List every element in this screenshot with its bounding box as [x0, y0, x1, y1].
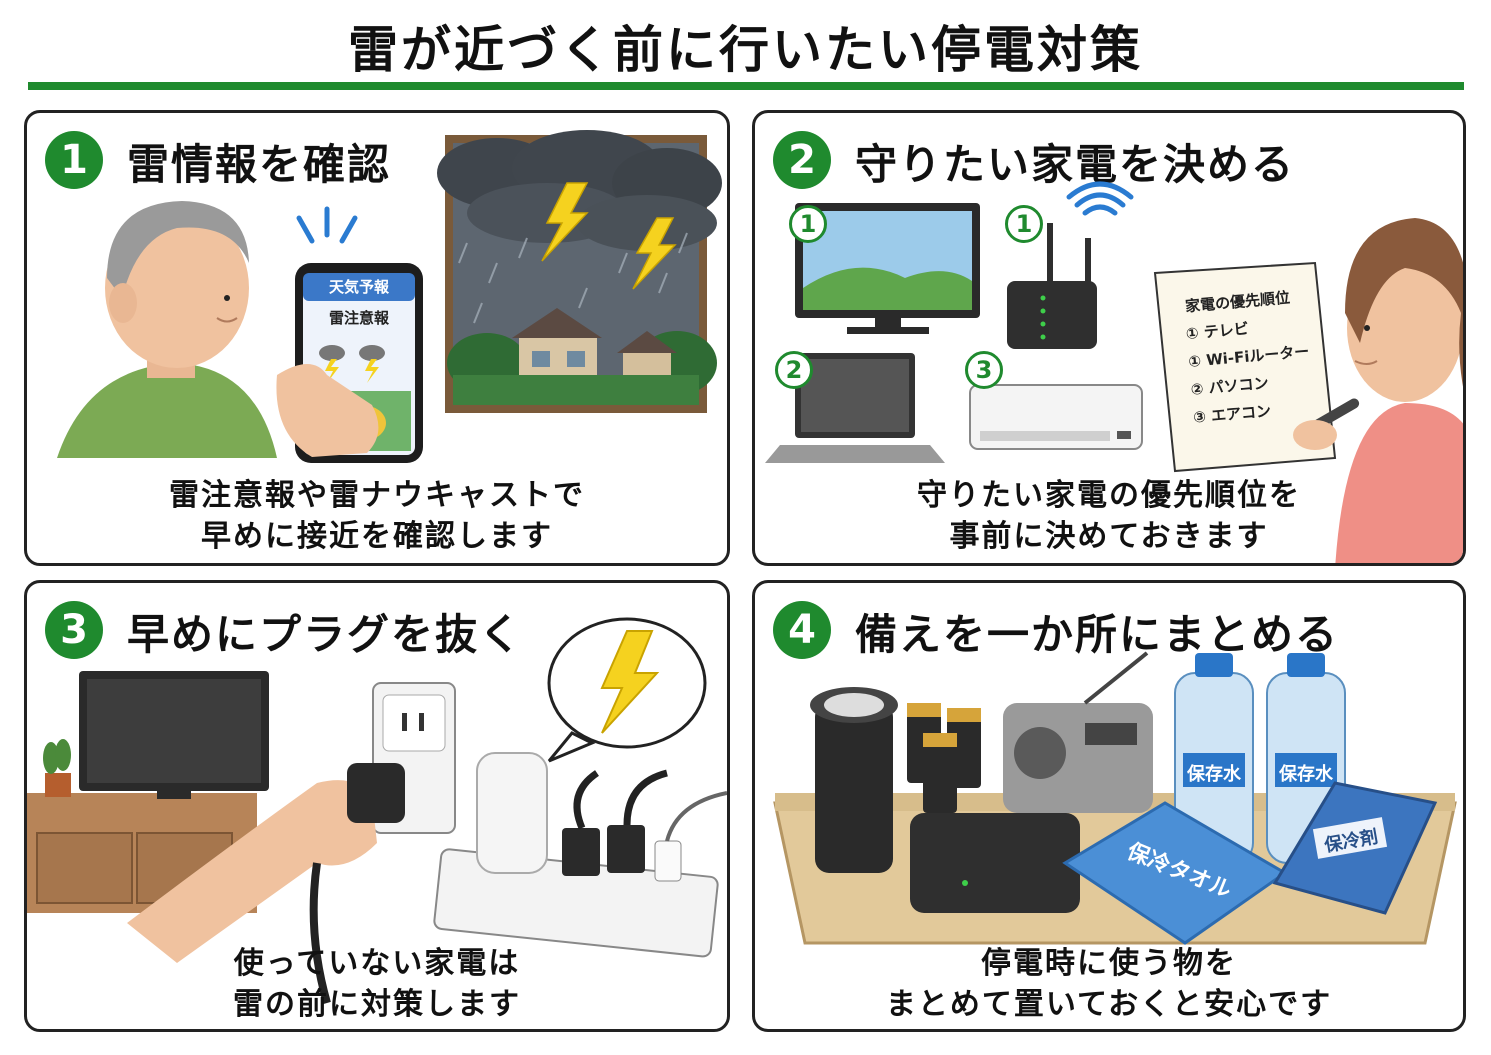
caption-line: 停電時に使う物を	[981, 946, 1237, 981]
water-bottles	[1174, 653, 1346, 864]
elderly-man-figure	[57, 201, 277, 458]
caption-line: まとめて置いておくと安心です	[885, 987, 1333, 1022]
rank-badge-laptop: 2	[775, 351, 813, 389]
caption-line: 使っていない家電は	[233, 946, 521, 981]
panel-caption: 雷注意報や雷ナウキャストで 早めに接近を確認します	[27, 475, 727, 557]
speech-bubble-lightning	[547, 617, 707, 763]
aircon-icon	[969, 384, 1143, 450]
caption-line: 雷注意報や雷ナウキャストで	[169, 478, 585, 513]
wifi-icon	[1066, 181, 1134, 216]
title-underline	[28, 82, 1464, 90]
page-title: 雷が近づく前に行いたい停電対策	[348, 21, 1143, 79]
rank-badge-router: 1	[1005, 205, 1043, 243]
panel-choose-appliances: 2 守りたい家電を決める	[752, 110, 1466, 566]
panel-heading: 備えを一か所にまとめる	[855, 610, 1340, 659]
panel-gather-supplies: 4 備えを一か所にまとめる	[752, 580, 1466, 1032]
router-icon	[1007, 181, 1134, 349]
panel-caption: 守りたい家電の優先順位を 事前に決めておきます	[755, 475, 1463, 557]
power-bank	[910, 813, 1080, 913]
flashlight	[810, 687, 898, 873]
caption-line: 雷の前に対策します	[233, 987, 521, 1022]
laptop-icon	[765, 353, 945, 463]
panel-heading: 守りたい家電を決める	[855, 140, 1296, 189]
panel-caption: 使っていない家電は 雷の前に対策します	[27, 943, 727, 1025]
water-bottle-label: 保存水	[1187, 764, 1241, 785]
panel-caption: 停電時に使う物を まとめて置いておくと安心です	[755, 943, 1463, 1025]
priority-notepad	[1153, 261, 1337, 473]
hand-holding-plug	[127, 763, 405, 1005]
panel-check-lightning-info: 1 雷情報を確認	[24, 110, 730, 566]
tv-cabinet-illustration	[27, 671, 269, 913]
panel-heading: 雷情報を確認	[127, 140, 392, 189]
caption-line: 守りたい家電の優先順位を	[917, 478, 1301, 513]
step-number-badge: 1	[45, 131, 103, 189]
phone-app-header: 天気予報	[328, 278, 389, 296]
alert-signal-lines	[296, 206, 358, 244]
step-number-badge: 2	[773, 131, 831, 189]
rank-badge-tv: 1	[789, 205, 827, 243]
step-number-badge: 3	[45, 601, 103, 659]
radio	[1003, 651, 1153, 813]
storm-window-illustration	[437, 130, 722, 413]
woman-figure	[1293, 218, 1463, 563]
caption-line: 早めに接近を確認します	[201, 519, 553, 554]
phone-alert-text: 雷注意報	[328, 309, 389, 327]
man-with-phone-illustration	[57, 130, 722, 463]
power-strip	[433, 752, 727, 958]
tv-icon	[795, 203, 980, 334]
panel-heading: 早めにプラグを抜く	[127, 610, 524, 659]
rank-badge-aircon: 3	[965, 351, 1003, 389]
water-bottle-label: 保存水	[1279, 764, 1333, 785]
caption-line: 事前に決めておきます	[949, 519, 1269, 554]
panel-unplug-early: 3 早めにプラグを抜く	[24, 580, 730, 1032]
step-number-badge: 4	[773, 601, 831, 659]
batteries	[907, 703, 981, 813]
coolant-towel	[1272, 781, 1438, 915]
